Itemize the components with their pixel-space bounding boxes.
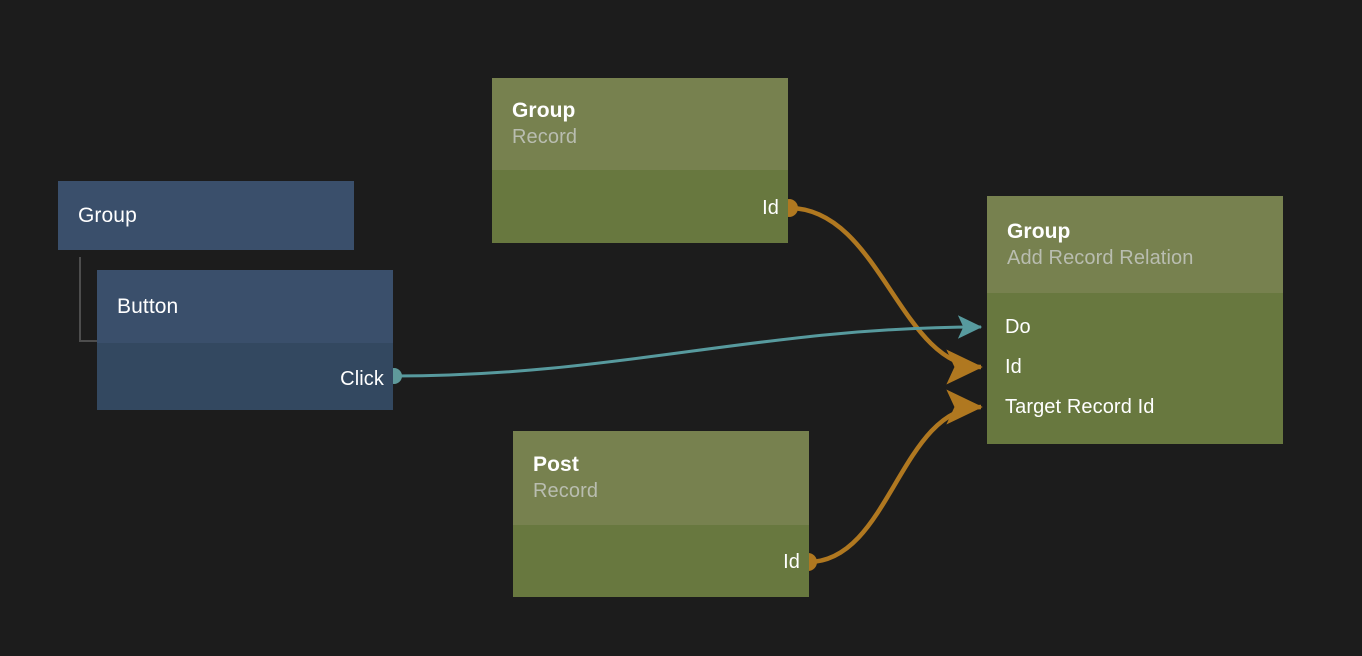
output-port-label: Click — [340, 368, 384, 390]
node-post-record[interactable]: Post Record Id — [513, 431, 809, 597]
node-body: Click — [97, 343, 393, 410]
node-title: Post — [533, 453, 579, 476]
node-header: Button — [97, 270, 393, 343]
node-title: Group — [512, 99, 576, 122]
node-button[interactable]: Button Click — [97, 270, 393, 410]
input-port-label: Id — [1005, 356, 1022, 378]
node-title: Group — [78, 203, 137, 227]
node-subtitle: Record — [512, 126, 578, 148]
output-port-click[interactable]: Click — [340, 369, 393, 389]
edge-button-click-to-do — [393, 315, 983, 378]
node-add-record-relation[interactable]: Group Add Record Relation Do Id Target R… — [987, 196, 1283, 444]
node-header: Group — [58, 181, 354, 250]
input-port-label: Target Record Id — [1005, 396, 1155, 418]
input-port-id[interactable]: Id — [987, 357, 1022, 377]
node-header: Group Record — [492, 78, 788, 170]
node-subtitle: Add Record Relation — [1007, 246, 1194, 269]
node-title: Group — [1007, 219, 1071, 243]
output-port-label: Id — [783, 551, 800, 573]
node-header: Group Add Record Relation — [987, 196, 1283, 293]
node-body: Id — [513, 525, 809, 597]
edge-post-record-id-to-target-record-id — [807, 389, 983, 565]
node-body: Id — [492, 170, 788, 243]
node-header: Post Record — [513, 431, 809, 525]
input-port-do[interactable]: Do — [987, 317, 1031, 337]
input-port-label: Do — [1005, 316, 1031, 338]
node-title: Button — [117, 294, 179, 318]
output-port-label: Id — [762, 197, 779, 219]
output-port-id[interactable]: Id — [783, 552, 809, 572]
node-subtitle: Record — [533, 480, 599, 502]
node-group-container[interactable]: Group — [58, 181, 354, 250]
output-port-id[interactable]: Id — [762, 198, 788, 218]
edge-group-record-id-to-id — [788, 205, 983, 385]
node-body: Do Id Target Record Id — [987, 293, 1283, 444]
input-port-target-record-id[interactable]: Target Record Id — [987, 397, 1154, 417]
node-group-record[interactable]: Group Record Id — [492, 78, 788, 243]
group-child-tree-connector — [79, 257, 98, 342]
